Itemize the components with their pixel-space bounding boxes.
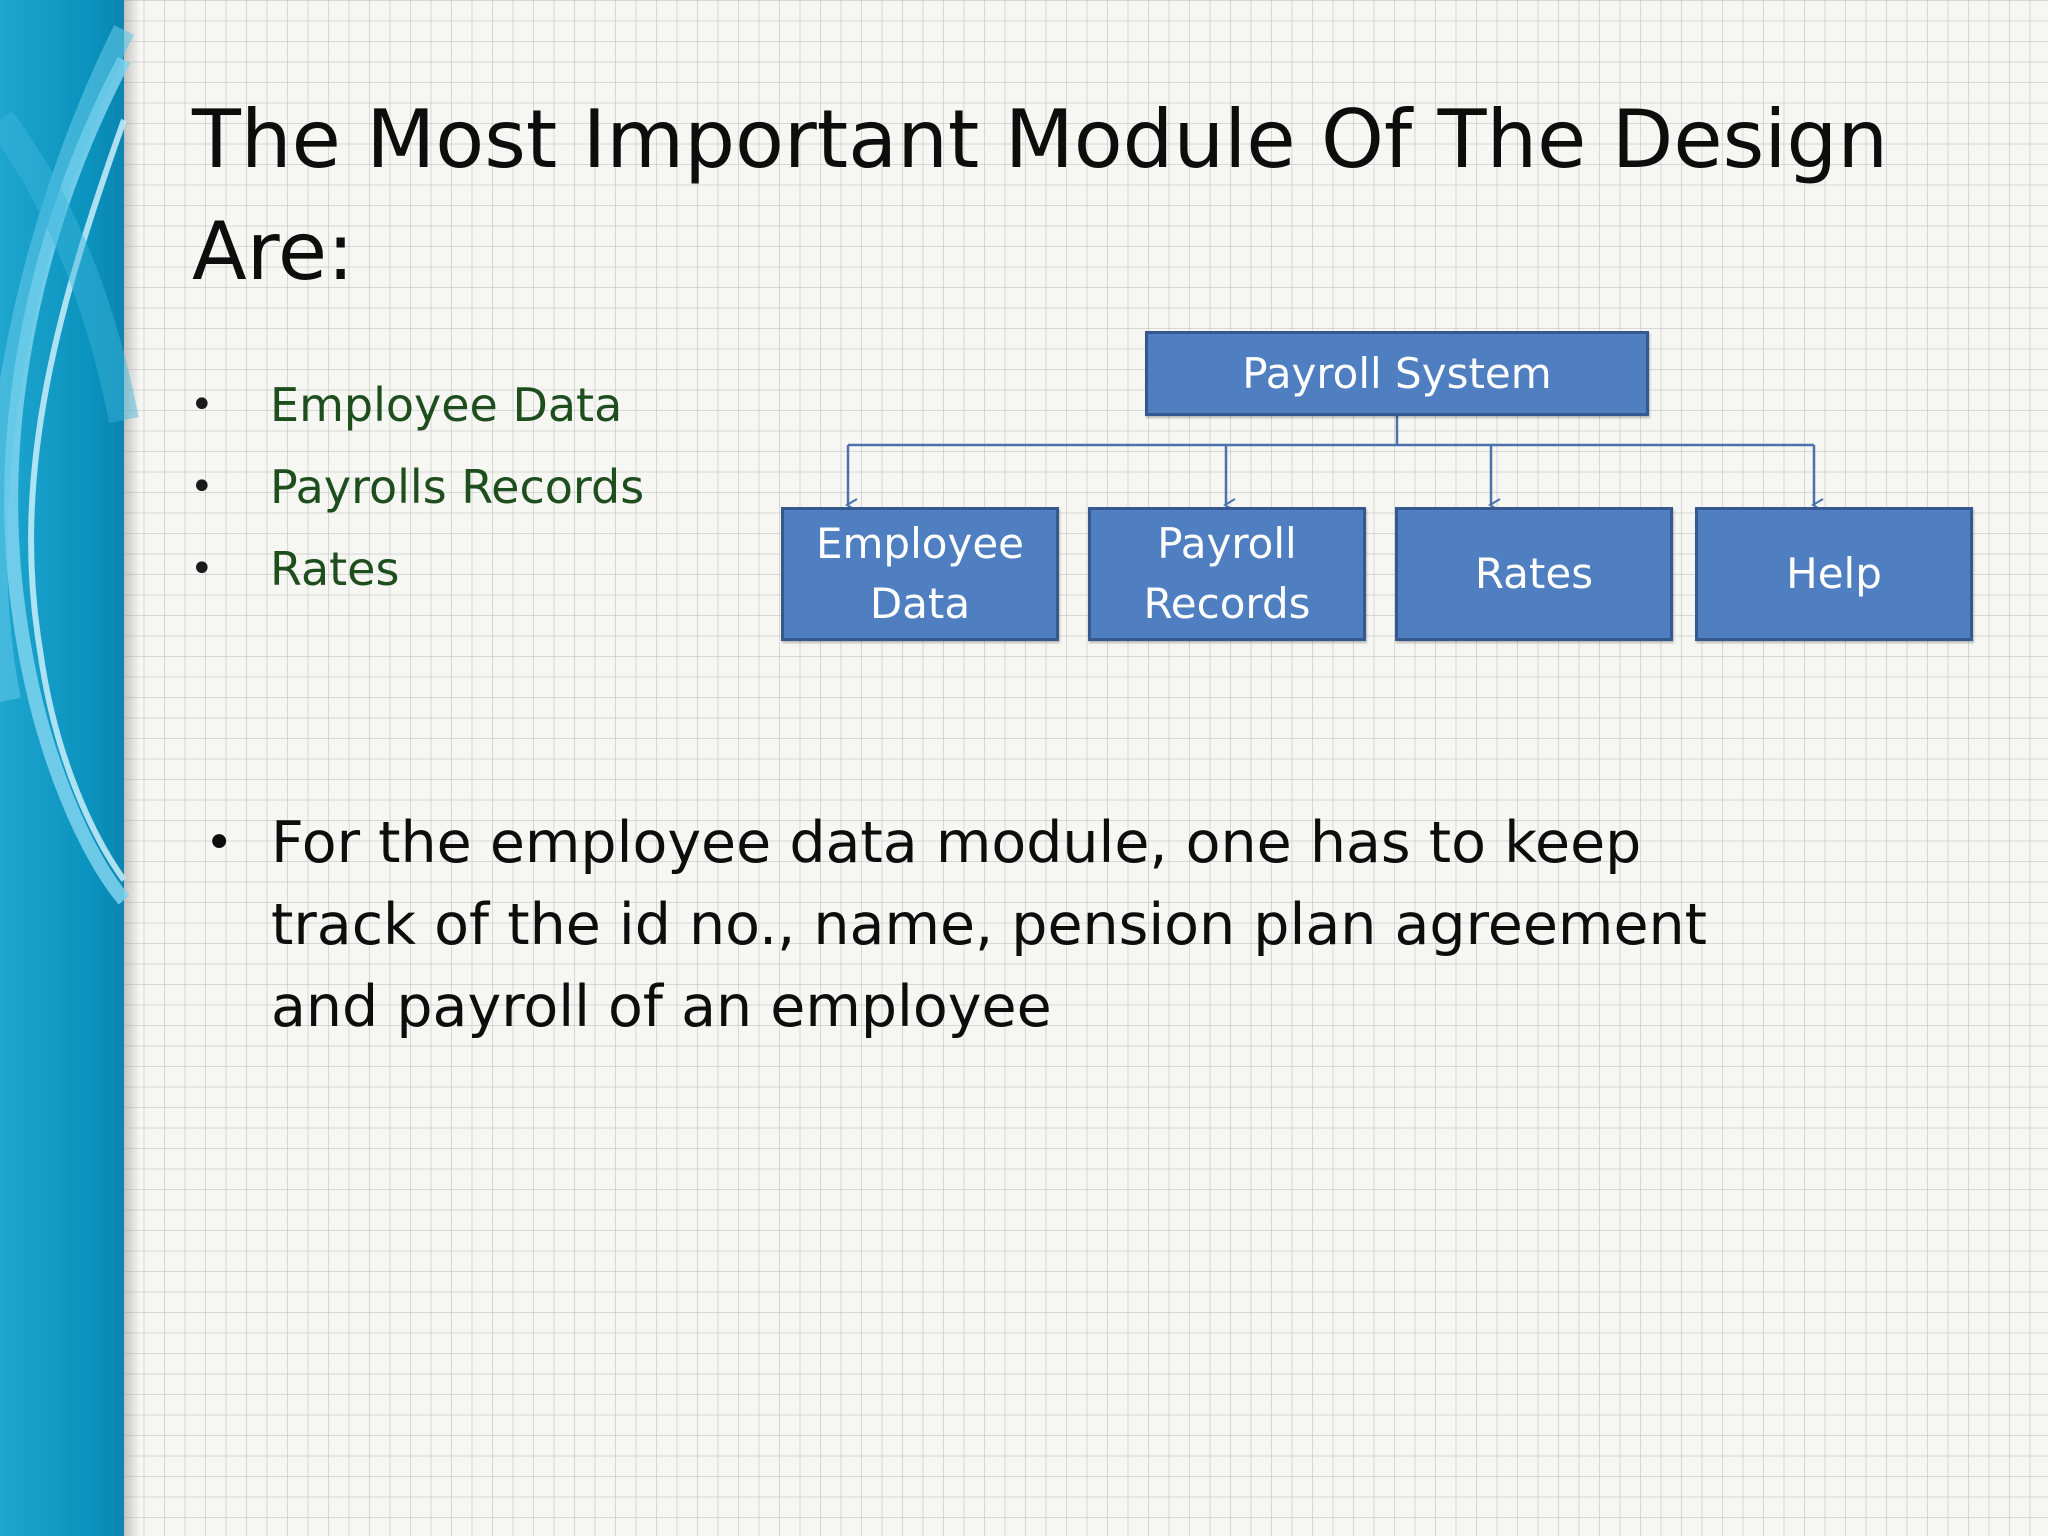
bullet-item: • Rates [190, 528, 644, 610]
diagram-node-help: Help [1695, 507, 1973, 641]
bullet-text: Payrolls Records [270, 460, 645, 514]
bullet-dot-icon: • [190, 546, 214, 592]
decorative-side-band [0, 0, 140, 1536]
diagram-node-payroll-records: Payroll Records [1088, 507, 1366, 641]
node-label: Employee Data [815, 519, 1024, 628]
node-label: Rates [1474, 549, 1594, 598]
node-label: Help [1786, 549, 1882, 598]
bullet-dot-icon: • [190, 464, 214, 510]
bullet-text: Rates [270, 542, 400, 596]
node-label: Payroll System [1242, 348, 1552, 398]
bullet-dot-icon: • [190, 382, 214, 428]
description-text: For the employee data module, one has to… [271, 810, 1707, 1040]
bullet-dot-icon: • [205, 815, 234, 871]
slide-title: The Most Important Module Of The Design … [192, 93, 1889, 298]
bullet-text: Employee Data [270, 378, 623, 432]
node-label: Payroll Records [1143, 519, 1311, 628]
diagram-node-rates: Rates [1395, 507, 1673, 641]
bullet-item: • Payrolls Records [190, 446, 644, 528]
module-bullet-list: • Employee Data • Payrolls Records • Rat… [190, 364, 644, 610]
diagram-node-employee-data: Employee Data [781, 507, 1059, 641]
diagram-node-payroll-system: Payroll System [1145, 331, 1649, 416]
description-list: • For the employee data module, one has … [205, 802, 1765, 1048]
bullet-item: • Employee Data [190, 364, 644, 446]
description-item: • For the employee data module, one has … [205, 802, 1765, 1048]
